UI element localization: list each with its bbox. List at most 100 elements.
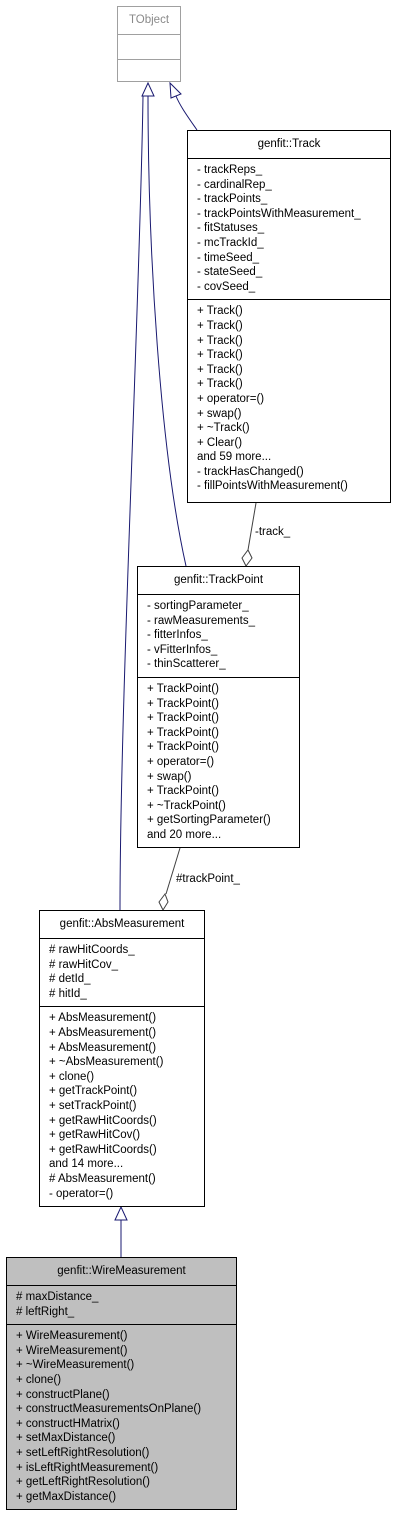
class-member: + getRawHitCov() [49, 1129, 141, 1142]
class-member: + Track() [197, 334, 243, 347]
inheritance-arrow-trackpoint [141, 81, 155, 97]
class-box-wiremeasurement[interactable]: genfit::WireMeasurement # maxDistance_# … [6, 1257, 237, 1510]
class-member: - stateSeed_ [197, 266, 263, 279]
class-member: + getRawHitCoords() [49, 1143, 157, 1156]
class-member: + ~WireMeasurement() [16, 1359, 135, 1372]
class-member: + Track() [197, 319, 243, 332]
class-title-track: genfit::Track [188, 131, 390, 159]
class-member: and 14 more... [49, 1158, 124, 1171]
class-title-wiremeasurement: genfit::WireMeasurement [7, 1258, 236, 1286]
class-member: + TrackPoint() [147, 741, 219, 754]
class-member: + getSortingParameter() [147, 814, 271, 827]
composition-edge-trackpoint [165, 847, 181, 895]
class-box-tobject[interactable]: TObject [117, 6, 181, 82]
class-member: # AbsMeasurement() [49, 1172, 156, 1185]
class-member: + TrackPoint() [147, 712, 219, 725]
class-member: - trackPoints_ [197, 193, 268, 206]
edge-label-track: -track_ [255, 526, 291, 538]
class-member: + AbsMeasurement() [49, 1041, 157, 1054]
class-member: - thinScatterer_ [147, 658, 226, 671]
composition-edge-track [247, 502, 257, 551]
class-member: + Track() [197, 363, 243, 376]
class-member: + getTrackPoint() [49, 1085, 138, 1098]
inheritance-edge-absmeasurement [119, 95, 144, 911]
class-member: - fillPointsWithMeasurement() [197, 480, 348, 493]
class-attributes-tobject [118, 35, 180, 60]
class-member: - vFitterInfos_ [147, 643, 218, 656]
class-member: # rawHitCov_ [49, 958, 119, 971]
class-member: + Clear() [197, 436, 243, 449]
class-box-trackpoint[interactable]: genfit::TrackPoint - sortingParameter_- … [137, 566, 300, 848]
class-member: + TrackPoint() [147, 682, 219, 695]
class-member: - timeSeed_ [197, 251, 260, 264]
inheritance-arrow-wiremeasurement [114, 1205, 128, 1221]
class-member: - operator=() [49, 1187, 114, 1200]
class-methods-trackpoint: + TrackPoint()+ TrackPoint()+ TrackPoint… [138, 678, 299, 848]
class-member: and 59 more... [197, 451, 272, 464]
class-attributes-trackpoint: - sortingParameter_ - rawMeasurements_ - f… [138, 595, 299, 678]
inheritance-edge-trackpoint [147, 95, 187, 567]
class-member: # leftRight_ [16, 1305, 75, 1318]
class-member: + ~Track() [197, 422, 250, 435]
class-member: + AbsMeasurement() [49, 1026, 157, 1039]
class-methods-track: + Track()+ Track()+ Track()+ Track()+ Tr… [188, 300, 390, 499]
class-member: + setLeftRightResolution() [16, 1446, 150, 1459]
class-member: - trackHasChanged() [197, 465, 304, 478]
edge-label-trackpoint: #trackPoint_ [176, 873, 240, 885]
class-member: + constructMeasurementsOnPlane() [16, 1403, 202, 1416]
class-member: + constructHMatrix() [16, 1417, 120, 1430]
class-member: + TrackPoint() [147, 697, 219, 710]
class-member: + ~TrackPoint() [147, 799, 226, 812]
class-box-absmeasurement[interactable]: genfit::AbsMeasurement # rawHitCoords_# … [39, 910, 205, 1207]
class-attributes-track: - trackReps_ - cardinalRep_ - trackPoints_… [188, 159, 390, 301]
class-member: + clone() [49, 1070, 95, 1083]
class-member: + getLeftRightResolution() [16, 1476, 150, 1489]
class-member: + operator=() [197, 392, 265, 405]
class-member: + swap() [197, 407, 242, 420]
class-attributes-absmeasurement: # rawHitCoords_ # rawHitCov_ # detId_# hit… [40, 939, 204, 1008]
class-member: - trackReps_ [197, 164, 263, 176]
class-member: - covSeed_ [197, 280, 256, 293]
class-methods-absmeasurement: + AbsMeasurement()+ AbsMeasurement()+ Ab… [40, 1007, 204, 1206]
class-member: # hitId_ [49, 987, 87, 1000]
class-attributes-wiremeasurement: # maxDistance_ # leftRight_ [7, 1286, 236, 1326]
class-member: # detId_ [49, 973, 91, 986]
class-member: + setMaxDistance() [16, 1432, 116, 1445]
class-member: + operator=() [147, 755, 215, 768]
class-member: + ~AbsMeasurement() [49, 1056, 164, 1069]
class-member: + WireMeasurement() [16, 1344, 128, 1357]
class-member: - cardinalRep_ [197, 178, 272, 191]
class-member: - rawMeasurements_ [147, 614, 256, 627]
class-box-track[interactable]: genfit::Track - trackReps_- cardinalRep_… [187, 130, 391, 503]
class-title-tobject: TObject [118, 7, 180, 35]
class-member: - mcTrackId_ [197, 236, 264, 249]
class-member: + getRawHitCoords() [49, 1114, 157, 1127]
inheritance-edge-track [175, 95, 198, 131]
class-member: + Track() [197, 378, 243, 391]
class-member: - sortingParameter_ [147, 600, 249, 612]
class-member: and 20 more... [147, 828, 222, 841]
composition-diamond-track [241, 549, 253, 567]
class-member: # rawHitCoords_ [49, 944, 135, 956]
class-member: - fitStatuses_ [197, 222, 265, 235]
class-member: + getMaxDistance() [16, 1490, 117, 1503]
class-member: + AbsMeasurement() [49, 1012, 157, 1025]
class-member: + swap() [147, 770, 192, 783]
class-member: + isLeftRightMeasurement() [16, 1461, 159, 1474]
class-methods-tobject [118, 60, 180, 85]
class-member: + Track() [197, 349, 243, 362]
class-member: + WireMeasurement() [16, 1330, 128, 1343]
class-member: - fitterInfos_ [147, 629, 208, 642]
class-methods-wiremeasurement: + WireMeasurement()+ WireMeasurement() + … [7, 1325, 236, 1509]
composition-diamond-trackpoint [158, 892, 169, 912]
class-member: + TrackPoint() [147, 785, 219, 798]
class-member: + clone() [16, 1373, 62, 1386]
class-title-absmeasurement: genfit::AbsMeasurement [40, 911, 204, 939]
class-member: + TrackPoint() [147, 726, 219, 739]
class-member: + setTrackPoint() [49, 1099, 137, 1112]
class-title-trackpoint: genfit::TrackPoint [138, 567, 299, 595]
class-member: # maxDistance_ [16, 1291, 99, 1303]
class-member: + Track() [197, 305, 243, 318]
class-member: - trackPointsWithMeasurement_ [197, 207, 361, 220]
